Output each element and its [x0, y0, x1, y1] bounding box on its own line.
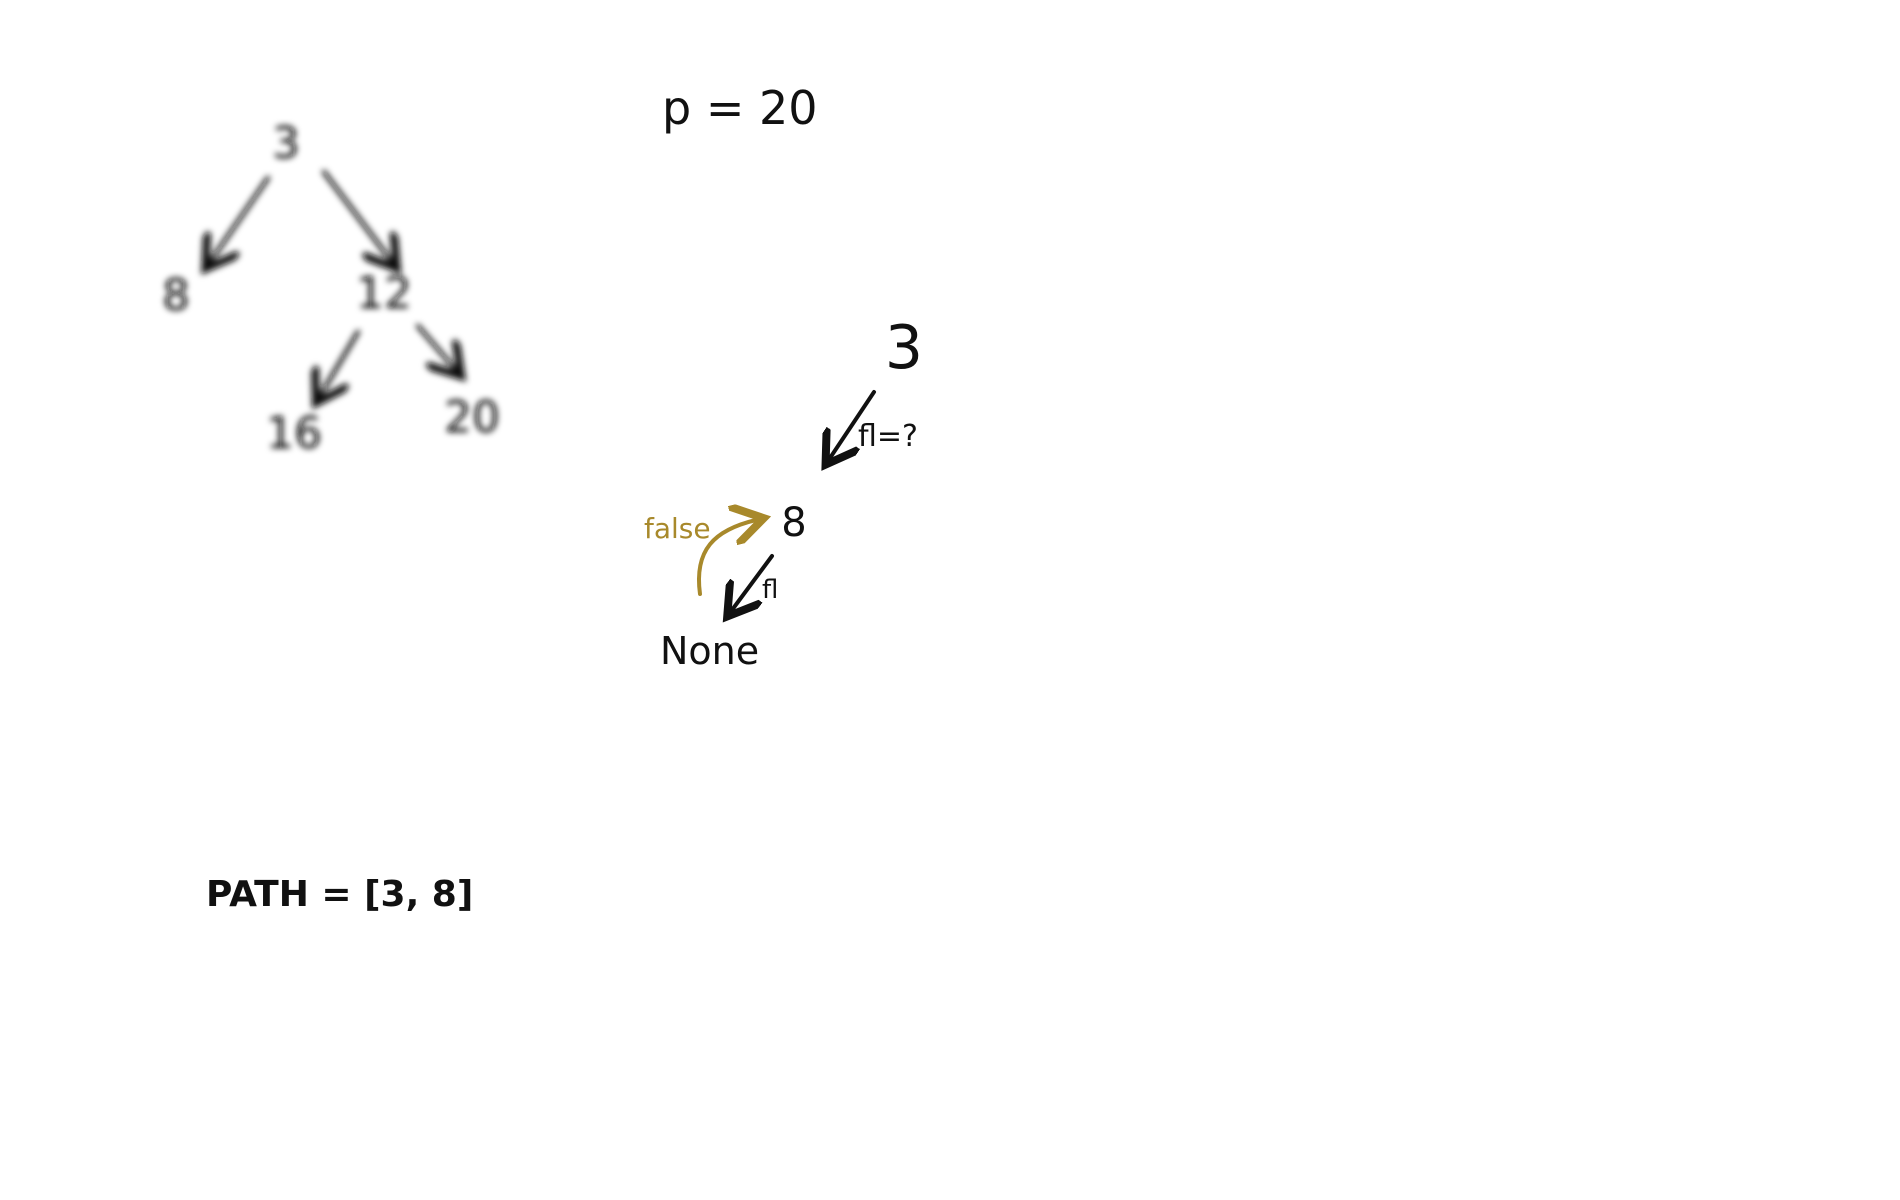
- path-label: PATH = [3, 8]: [206, 874, 473, 915]
- tree-edge-3-8: [210, 176, 270, 262]
- recursion-trace: 3 fl=? 8 fl None false: [644, 313, 923, 673]
- trace-root-node: 3: [885, 313, 923, 383]
- tree-node-8: 8: [162, 270, 190, 321]
- trace-node-8: 8: [781, 500, 806, 546]
- tree-edge-12-20: [416, 324, 456, 370]
- tree-node-20: 20: [444, 392, 500, 443]
- trace-call-label-1: fl=?: [858, 419, 918, 454]
- tree-node-12: 12: [356, 268, 412, 319]
- tree-edge-3-12: [322, 170, 392, 262]
- tree-node-3: 3: [272, 118, 300, 169]
- trace-arrow-root-to-8: [830, 390, 876, 458]
- trace-return-label: false: [644, 512, 711, 545]
- tree-node-16: 16: [266, 408, 322, 459]
- tree-edge-12-16: [320, 330, 360, 396]
- target-value: p = 20: [662, 81, 818, 135]
- trace-return-arrow: [697, 520, 756, 596]
- trace-none-label: None: [660, 629, 759, 673]
- reference-tree: 3 8 12 16 20: [162, 118, 500, 459]
- trace-arrow-8-to-none: [732, 554, 774, 610]
- trace-call-label-2: fl: [762, 575, 778, 605]
